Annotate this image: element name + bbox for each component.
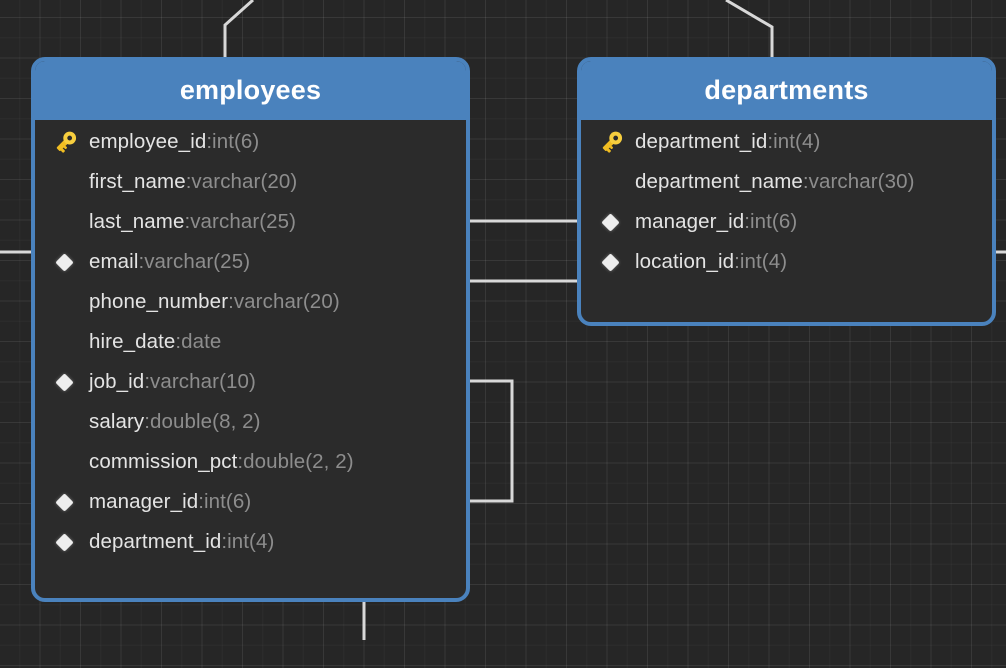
- column-row[interactable]: hire_date: date: [35, 322, 466, 362]
- column-type: date: [181, 330, 222, 353]
- column-name: phone_number: [89, 290, 229, 313]
- primary-key-icon: [47, 122, 89, 162]
- column-type: varchar(25): [144, 250, 251, 273]
- column-row[interactable]: manager_id: int(6): [581, 202, 992, 242]
- column-icon-none: [47, 322, 89, 362]
- column-name: location_id: [635, 250, 735, 273]
- column-separator: :: [802, 170, 809, 193]
- diamond-icon: [55, 493, 74, 512]
- column-icon-none: [47, 202, 89, 242]
- index-diamond-icon: [593, 242, 635, 282]
- column-icon-none: [593, 162, 635, 202]
- diamond-icon: [55, 253, 74, 272]
- column-name: employee_id: [89, 130, 207, 153]
- column-name: manager_id: [89, 490, 199, 513]
- column-name: department_id: [635, 130, 768, 153]
- column-separator: :: [138, 250, 145, 273]
- column-name: email: [89, 250, 139, 273]
- column-name: first_name: [89, 170, 186, 193]
- column-row[interactable]: job_id: varchar(10): [35, 362, 466, 402]
- diamond-icon: [55, 373, 74, 392]
- column-separator: :: [144, 370, 151, 393]
- column-row[interactable]: commission_pct: double(2, 2): [35, 442, 466, 482]
- column-icon-none: [47, 282, 89, 322]
- primary-key-icon: [56, 131, 77, 153]
- diamond-icon: [601, 253, 620, 272]
- column-type: varchar(25): [190, 210, 297, 233]
- column-type: varchar(20): [191, 170, 298, 193]
- column-type: varchar(10): [150, 370, 256, 393]
- column-name: job_id: [89, 370, 145, 393]
- index-diamond-icon: [47, 482, 89, 522]
- column-type: double(2, 2): [243, 450, 354, 473]
- column-row[interactable]: phone_number: varchar(20): [35, 282, 466, 322]
- column-name: hire_date: [89, 330, 176, 353]
- column-separator: :: [206, 130, 213, 153]
- column-name: department_name: [635, 170, 803, 193]
- column-separator: :: [184, 210, 191, 233]
- column-type: int(4): [773, 130, 821, 153]
- diamond-icon: [601, 213, 620, 232]
- column-icon-none: [47, 402, 89, 442]
- employees-top-offscreen[interactable]: [223, 0, 254, 57]
- column-row[interactable]: manager_id: int(6): [35, 482, 466, 522]
- column-list-employees: employee_id: int(6)first_name: varchar(2…: [35, 120, 466, 562]
- column-name: last_name: [89, 210, 185, 233]
- column-type: double(8, 2): [150, 410, 261, 433]
- index-diamond-icon: [47, 362, 89, 402]
- primary-key-icon: [602, 131, 623, 153]
- column-row[interactable]: employee_id: int(6): [35, 122, 466, 162]
- column-row[interactable]: salary: double(8, 2): [35, 402, 466, 442]
- column-row[interactable]: last_name: varchar(25): [35, 202, 466, 242]
- table-card-employees[interactable]: employees employee_id: int(6)first_name:…: [31, 57, 470, 602]
- table-title-employees: employees: [35, 61, 466, 120]
- column-type: varchar(30): [808, 170, 915, 193]
- column-type: int(6): [749, 210, 798, 233]
- column-row[interactable]: email: varchar(25): [35, 242, 466, 282]
- column-separator: :: [734, 250, 740, 273]
- column-icon-none: [47, 442, 89, 482]
- column-separator: :: [767, 130, 774, 153]
- column-separator: :: [228, 290, 234, 313]
- table-title-departments: departments: [581, 61, 992, 120]
- column-row[interactable]: department_name: varchar(30): [581, 162, 992, 202]
- column-type: int(6): [212, 130, 260, 153]
- index-diamond-icon: [47, 242, 89, 282]
- column-separator: :: [144, 410, 150, 433]
- departments-top-offscreen[interactable]: [725, 0, 774, 57]
- column-separator: :: [744, 210, 750, 233]
- column-name: commission_pct: [89, 450, 238, 473]
- column-separator: :: [175, 330, 182, 353]
- column-row[interactable]: location_id: int(4): [581, 242, 992, 282]
- column-row[interactable]: department_id: int(4): [581, 122, 992, 162]
- column-type: varchar(20): [233, 290, 340, 313]
- column-row[interactable]: first_name: varchar(20): [35, 162, 466, 202]
- column-type: int(6): [203, 490, 252, 513]
- column-name: salary: [89, 410, 145, 433]
- column-separator: :: [221, 530, 228, 553]
- column-list-departments: department_id: int(4)department_name: va…: [581, 120, 992, 282]
- column-type: int(4): [739, 250, 788, 273]
- column-type: int(4): [227, 530, 275, 553]
- column-row[interactable]: department_id: int(4): [35, 522, 466, 562]
- employees-self-manager-loop[interactable]: [470, 379, 514, 503]
- index-diamond-icon: [593, 202, 635, 242]
- column-name: manager_id: [635, 210, 745, 233]
- column-separator: :: [237, 450, 244, 473]
- column-separator: :: [198, 490, 204, 513]
- table-card-departments[interactable]: departments department_id: int(4)departm…: [577, 57, 996, 326]
- column-icon-none: [47, 162, 89, 202]
- index-diamond-icon: [47, 522, 89, 562]
- column-separator: :: [185, 170, 192, 193]
- diamond-icon: [55, 533, 74, 552]
- primary-key-icon: [593, 122, 635, 162]
- column-name: department_id: [89, 530, 222, 553]
